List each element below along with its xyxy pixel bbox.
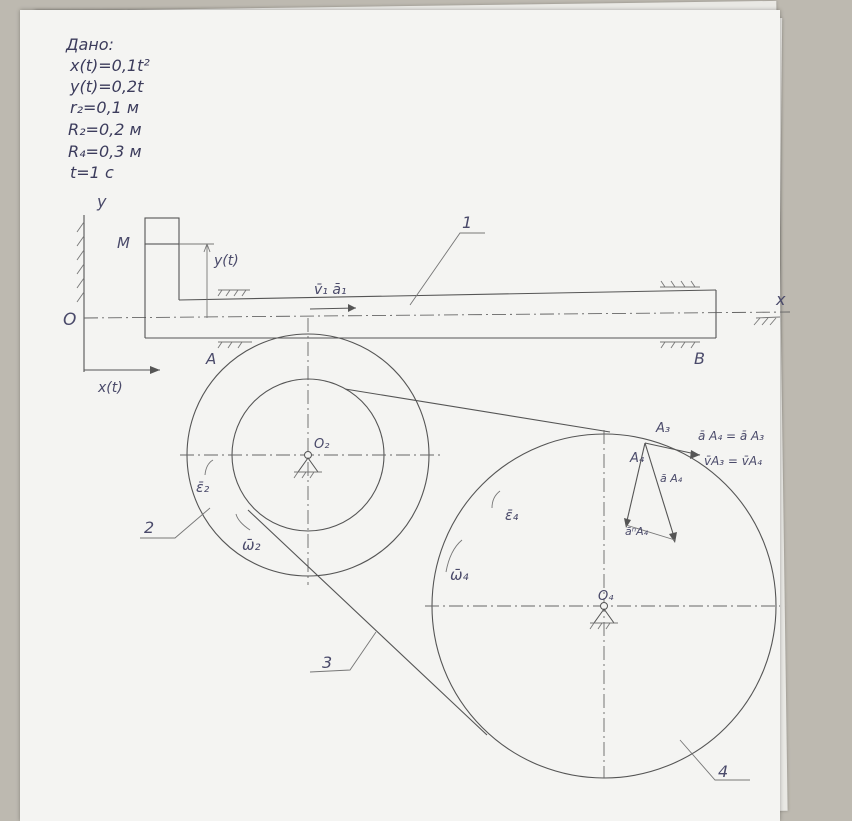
label-body-4: 4 xyxy=(718,762,728,781)
contact-vectors xyxy=(624,442,701,543)
givens-title: Дано: xyxy=(65,35,114,54)
label-point-a: A xyxy=(205,350,216,368)
label-eps2: ε̄₂ xyxy=(196,480,210,496)
label-point-m: M xyxy=(117,234,130,252)
label-eq-vel: v̄A₃ = v̄A₄ xyxy=(704,454,762,468)
label-axis-x: x xyxy=(775,290,786,309)
y-axis-wall xyxy=(76,215,85,372)
wheel-4 xyxy=(425,430,780,779)
guide-hatches xyxy=(217,280,700,349)
x-axis-hatch xyxy=(753,316,781,326)
label-eq-accel: ā A₄ = ā A₃ xyxy=(698,429,764,443)
label-v1-a1: v̄₁ ā₁ xyxy=(314,282,347,298)
label-body-2: 2 xyxy=(144,518,154,537)
label-omega4: ω̄₄ xyxy=(450,566,469,584)
label-a3: A₃ xyxy=(655,421,670,436)
label-axis-y: y xyxy=(96,192,107,211)
eps2-arrow xyxy=(204,459,214,476)
leader-body-3 xyxy=(309,631,377,673)
paper-sheet xyxy=(20,10,780,821)
eps4-arrow xyxy=(491,490,501,509)
label-body-3: 3 xyxy=(322,653,332,672)
label-body-1: 1 xyxy=(462,213,472,232)
belt-3 xyxy=(247,388,611,736)
label-o2: O₂ xyxy=(314,437,329,452)
v1-a1-arrow xyxy=(309,304,357,312)
label-origin: O xyxy=(63,310,76,330)
yt-dimension xyxy=(179,243,214,318)
label-at-a4: āⁿA₄ xyxy=(625,525,649,538)
label-point-b: B xyxy=(694,349,705,368)
x-axis-line xyxy=(83,311,791,319)
label-an-a4: ā A₄ xyxy=(660,472,683,485)
givens-block: Дано: x(t)=0,1t² y(t)=0,2t r₂=0,1 м R₂=0… xyxy=(65,35,150,182)
body-1-slider xyxy=(144,217,717,339)
given-R2: R₂=0,2 м xyxy=(68,120,142,139)
given-r2: r₂=0,1 м xyxy=(70,98,139,117)
omega4-arrow xyxy=(445,539,463,573)
given-x: x(t)=0,1t² xyxy=(69,56,150,75)
label-xt: x(t) xyxy=(97,380,123,396)
leader-body-2 xyxy=(140,507,211,539)
given-t: t=1 с xyxy=(70,163,114,182)
label-eps4: ε̄₄ xyxy=(505,508,519,524)
wheel-2 xyxy=(180,318,440,585)
label-a4: A₄ xyxy=(629,451,645,466)
label-o4: O₄ xyxy=(598,589,614,604)
omega2-arrow xyxy=(235,513,251,531)
leader-body-4 xyxy=(679,739,750,781)
given-y: y(t)=0,2t xyxy=(69,77,144,96)
xt-dimension xyxy=(84,366,160,374)
label-omega2: ω̄₂ xyxy=(242,536,261,554)
given-R4: R₄=0,3 м xyxy=(68,142,142,161)
leader-body-1 xyxy=(409,232,485,306)
label-yt: y(t) xyxy=(213,253,239,269)
